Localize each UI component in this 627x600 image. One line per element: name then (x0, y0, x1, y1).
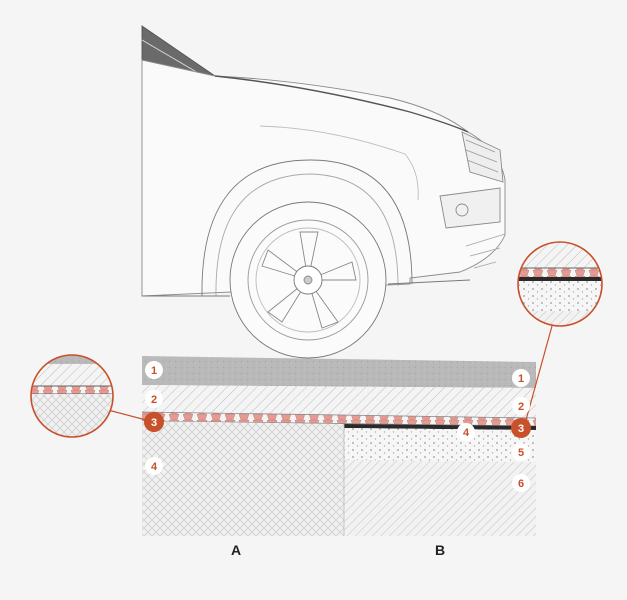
layer-3-membrane (142, 412, 536, 426)
svg-text:3: 3 (151, 417, 157, 429)
column-b-layer-6 (344, 460, 536, 536)
svg-text:1: 1 (518, 373, 524, 385)
badge-b2: 2 (512, 397, 530, 415)
zoom-detail-circle-right (517, 241, 603, 421)
badge-a2: 2 (145, 390, 163, 408)
car-front-illustration (141, 25, 506, 359)
badge-b3-highlight: 3 (511, 418, 531, 438)
badge-b5: 5 (512, 443, 530, 461)
column-b-layer-5 (344, 428, 536, 462)
column-label-b: B (435, 542, 445, 558)
svg-text:5: 5 (518, 447, 524, 459)
layer-1-asphalt (142, 356, 536, 388)
layer-cross-section (141, 356, 537, 536)
badge-b4: 4 (457, 423, 475, 441)
layer-2-base (142, 385, 536, 418)
badge-b1: 1 (512, 369, 530, 387)
svg-text:2: 2 (151, 394, 157, 406)
badge-a1: 1 (145, 361, 163, 379)
svg-text:1: 1 (151, 365, 157, 377)
column-a-layer-4 (142, 421, 344, 536)
badge-b6: 6 (512, 474, 530, 492)
svg-text:6: 6 (518, 478, 524, 490)
svg-text:3: 3 (518, 423, 524, 435)
svg-text:4: 4 (463, 427, 470, 439)
column-label-a: A (231, 542, 241, 558)
zoom-detail-circle-left (30, 354, 147, 438)
badge-a4: 4 (145, 457, 163, 475)
svg-text:2: 2 (518, 401, 524, 413)
svg-text:4: 4 (151, 461, 158, 473)
badge-a3-highlight: 3 (144, 412, 164, 432)
